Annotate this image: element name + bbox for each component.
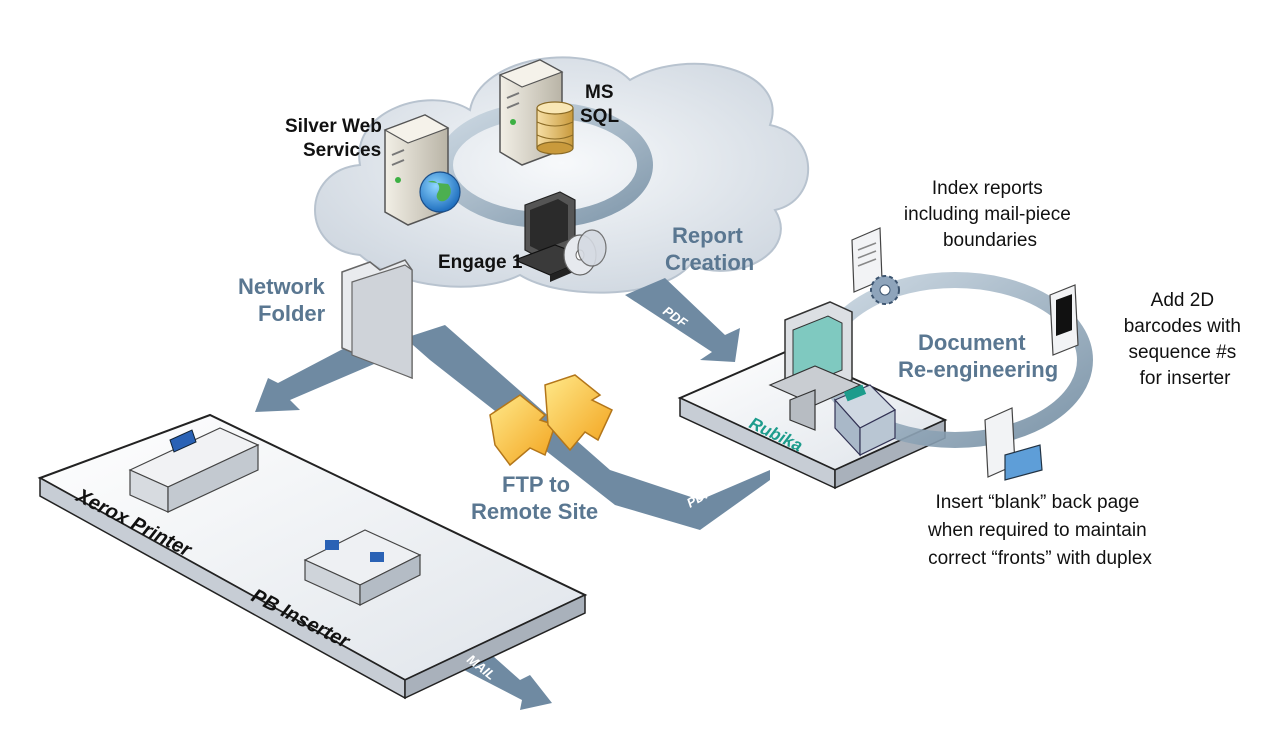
computer-icon bbox=[513, 191, 592, 282]
folder-icon bbox=[341, 259, 413, 380]
label-add-2d-barcodes: Add 2D barcodes with sequence #s for ins… bbox=[1124, 290, 1247, 389]
cd-icon bbox=[563, 229, 607, 276]
label-ftp-remote-site: FTP to Remote Site bbox=[471, 472, 598, 524]
pdf-arrow-top bbox=[625, 278, 740, 362]
ftp-path bbox=[405, 325, 770, 530]
blank-page-icon bbox=[984, 407, 1043, 481]
document-gear-icon bbox=[851, 227, 900, 305]
label-index-reports: Index reports including mail-piece bound… bbox=[904, 178, 1076, 251]
label-ms-sql: MS SQL bbox=[580, 82, 619, 127]
database-icon bbox=[536, 101, 574, 155]
inserter-icon bbox=[303, 529, 422, 606]
label-report-creation: Report Creation bbox=[665, 223, 754, 275]
printer-icon bbox=[128, 427, 260, 513]
globe-icon bbox=[419, 171, 461, 213]
label-silver-web-services: Silver Web Services bbox=[285, 116, 387, 161]
ftp-arrows-icon bbox=[489, 374, 613, 467]
computer-icon bbox=[768, 301, 862, 431]
keypad-icon bbox=[833, 384, 897, 457]
label-engage-1: Engage 1 bbox=[438, 252, 523, 273]
barcode-icon bbox=[1049, 284, 1079, 356]
label-network-folder: Network Folder bbox=[238, 274, 331, 326]
label-document-reengineering: Document Re-engineering bbox=[898, 330, 1058, 382]
label-insert-blank: Insert “blank” back page when required t… bbox=[927, 492, 1152, 569]
